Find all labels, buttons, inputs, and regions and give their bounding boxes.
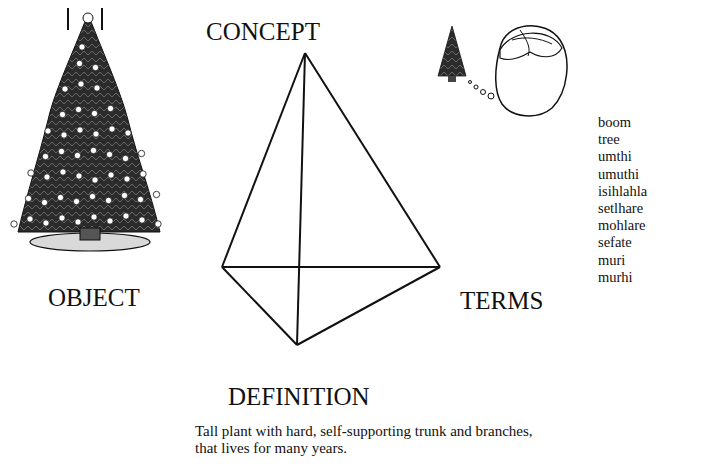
tetrahedron bbox=[222, 53, 440, 345]
definition-text: Tall plant with hard, self-supporting tr… bbox=[195, 423, 535, 458]
vertex-label: DEFINITION bbox=[228, 383, 370, 412]
term-word: umthi bbox=[598, 148, 632, 165]
term-word: umuthi bbox=[598, 166, 639, 183]
term-word: tree bbox=[598, 131, 620, 148]
thought-illustration bbox=[438, 26, 567, 116]
term-word: mohlare bbox=[598, 217, 646, 234]
vertex-label: TERMS bbox=[460, 287, 543, 316]
vertex-label: CONCEPT bbox=[206, 18, 320, 47]
christmas-tree bbox=[11, 8, 161, 251]
term-word: murhi bbox=[598, 269, 633, 286]
term-word: isihlahla bbox=[598, 183, 647, 200]
term-word: setlhare bbox=[598, 200, 643, 217]
term-word: muri bbox=[598, 252, 625, 269]
term-word: boom bbox=[598, 114, 631, 131]
vertex-label: OBJECT bbox=[48, 284, 140, 313]
term-word: sefate bbox=[598, 234, 632, 251]
